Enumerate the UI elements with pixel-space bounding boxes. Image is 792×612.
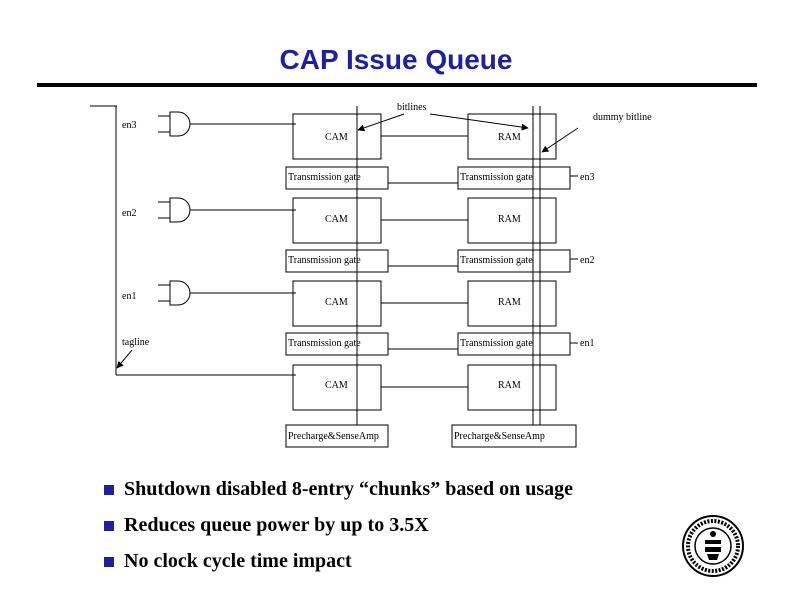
bitlines-label: bitlines — [397, 102, 427, 113]
cam-label-2: CAM — [325, 214, 348, 225]
bullet-text: Shutdown disabled 8-entry “chunks” based… — [124, 478, 574, 500]
en3-right-label: en3 — [580, 172, 594, 183]
title-rule — [37, 83, 757, 87]
tgate-left-3: Transmission gate — [288, 338, 361, 349]
ram-label-1: RAM — [498, 132, 521, 143]
cam-label-3: CAM — [325, 297, 348, 308]
en2-gate-label: en2 — [122, 208, 136, 219]
precharge-left-label: Precharge&SenseAmp — [288, 431, 379, 442]
bullet-list: Shutdown disabled 8-entry “chunks” based… — [104, 476, 573, 584]
en1-gate-label: en1 — [122, 291, 136, 302]
tgate-right-2: Transmission gate — [460, 255, 533, 266]
ram-label-3: RAM — [498, 297, 521, 308]
dummy-bitline-label: dummy bitline — [593, 112, 652, 123]
tgate-left-1: Transmission gate — [288, 172, 361, 183]
bullet-text: Reduces queue power by up to 3.5X — [124, 514, 429, 536]
ram-label-4: RAM — [498, 380, 521, 391]
tagline-label: tagline — [122, 337, 150, 348]
cam-label-4: CAM — [325, 380, 348, 391]
bullet-item: Shutdown disabled 8-entry “chunks” based… — [104, 476, 573, 512]
tgate-right-1: Transmission gate — [460, 172, 533, 183]
tgate-right-3: Transmission gate — [460, 338, 533, 349]
bullet-square-icon — [104, 485, 114, 495]
tgate-left-2: Transmission gate — [288, 255, 361, 266]
bullet-item: Reduces queue power by up to 3.5X — [104, 512, 573, 548]
bullet-square-icon — [104, 557, 114, 567]
bullet-text: No clock cycle time impact — [124, 550, 352, 572]
en2-right-label: en2 — [580, 255, 594, 266]
university-seal-icon — [682, 515, 744, 577]
bullet-square-icon — [104, 521, 114, 531]
ram-label-2: RAM — [498, 214, 521, 225]
precharge-right-label: Precharge&SenseAmp — [454, 431, 545, 442]
en3-gate-label: en3 — [122, 120, 136, 131]
slide-title: CAP Issue Queue — [279, 44, 513, 75]
cam-label-1: CAM — [325, 132, 348, 143]
bullet-item: No clock cycle time impact — [104, 548, 573, 584]
en1-right-label: en1 — [580, 338, 594, 349]
